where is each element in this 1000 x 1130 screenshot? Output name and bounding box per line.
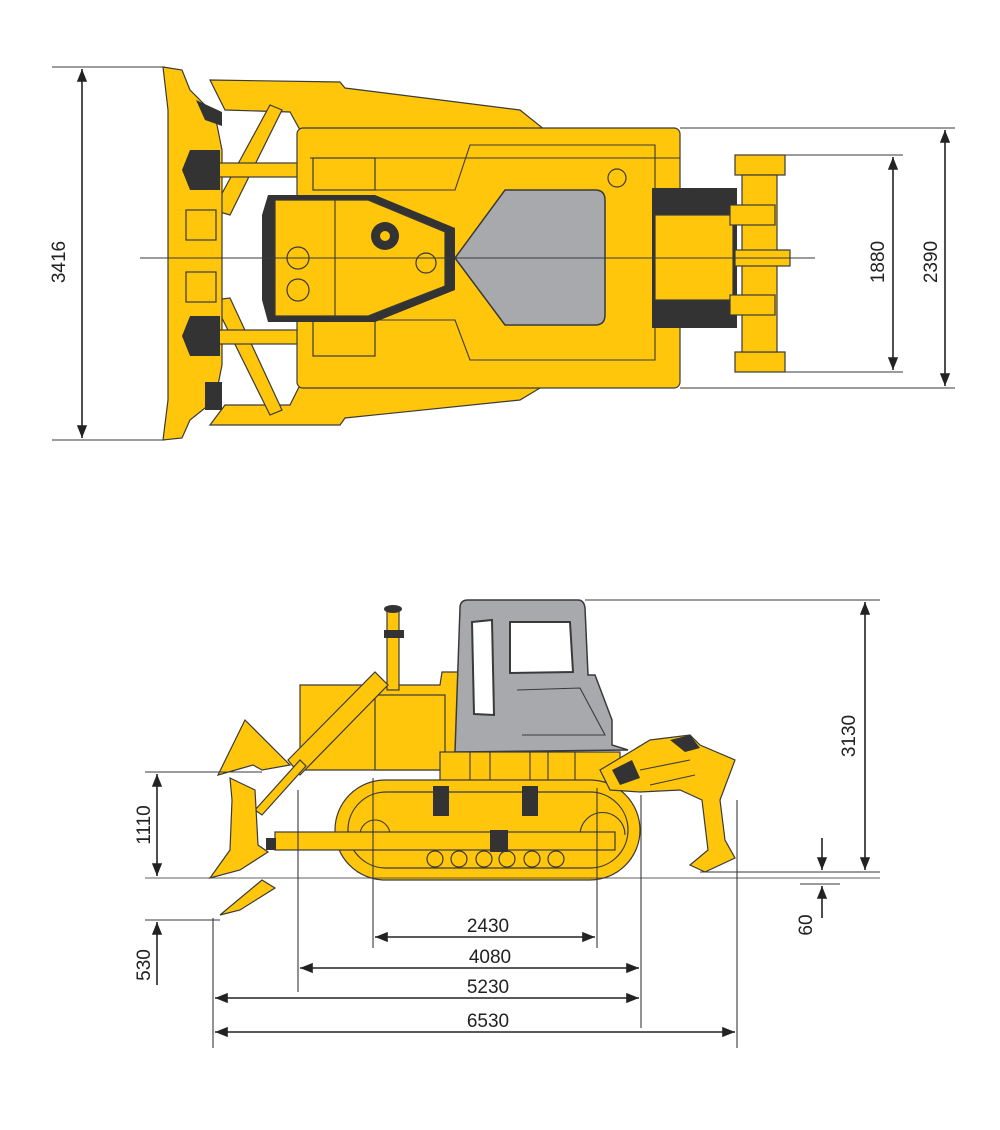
brace-lower	[212, 297, 283, 416]
top-view	[140, 66, 815, 441]
dim-1880: 1880	[868, 241, 889, 283]
cab-door-window	[470, 618, 496, 717]
lift-cylinder-lower	[214, 329, 311, 345]
dim-530: 530	[134, 949, 155, 981]
dim-3130: 3130	[839, 715, 860, 757]
dim-6530: 6530	[467, 1011, 509, 1032]
cab-front-window	[509, 621, 575, 675]
dim-1110: 1110	[134, 805, 155, 844]
track-rollers	[426, 850, 565, 868]
dim-60: 60	[796, 914, 817, 935]
push-arm	[274, 831, 616, 851]
dim-4080: 4080	[469, 947, 511, 968]
dim-2430: 2430	[467, 916, 509, 937]
lift-cylinder-upper	[214, 162, 311, 178]
blade-side	[208, 777, 270, 880]
side-view	[208, 599, 736, 916]
dim-3416: 3416	[49, 241, 70, 283]
brace-upper	[212, 104, 283, 216]
side-dimensions: 3130 60 1110 530 2430 4080 5230 6530	[134, 599, 880, 1048]
exhaust-stack	[386, 609, 400, 691]
dim-2390: 2390	[921, 241, 942, 283]
cab-side	[454, 599, 629, 753]
top-dimensions: 3416 1880 2390	[49, 66, 955, 441]
dim-5230: 5230	[467, 977, 509, 998]
